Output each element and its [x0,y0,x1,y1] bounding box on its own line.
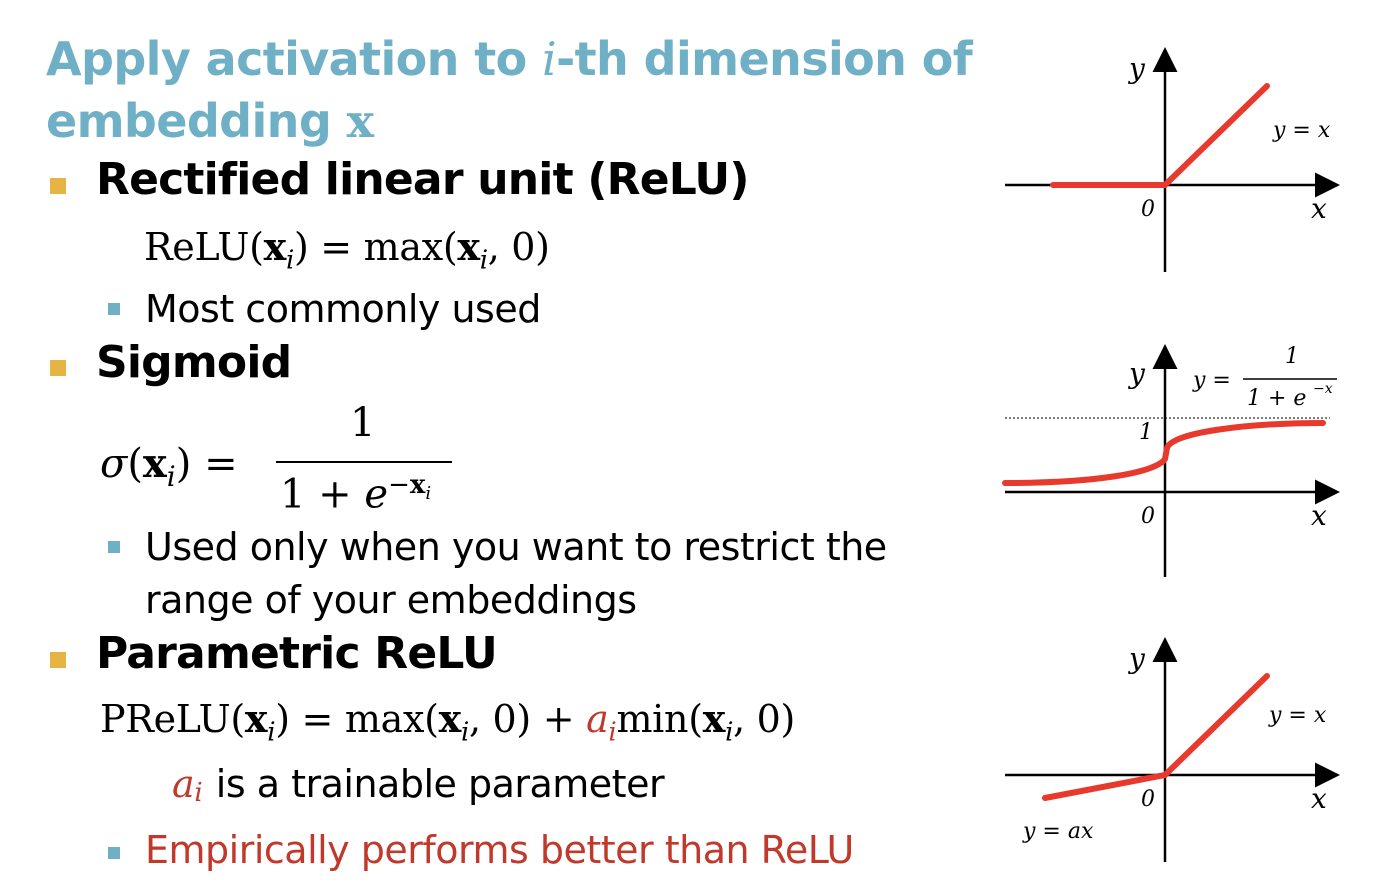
one-label: 1 [1139,420,1153,445]
heading-relu: Rectified linear unit (ReLU) [96,154,749,205]
param-var: a [172,762,195,806]
bullet-sigmoid [50,360,66,376]
slide-title: Apply activation to i-th dimension of em… [46,32,973,148]
sigmoid-curve [1002,420,1326,486]
formula-sigmoid-denominator: 1 + e−xi [280,470,432,518]
pos-label: y = x [1268,703,1327,728]
origin-label: 0 [1141,197,1155,222]
neg-label: y = ax [1022,819,1094,844]
origin-label: 0 [1141,787,1155,812]
eq-lhs: y = [1192,368,1231,393]
note-sigmoid-line2: range of your embeddings [145,578,637,622]
x-label: x [1311,192,1327,225]
y-label: y [1127,642,1146,675]
formula-sigmoid-numerator: 1 [350,400,376,446]
note-relu: Most commonly used [145,287,541,331]
heading-sigmoid: Sigmoid [96,337,292,388]
note-sigmoid-line1: Used only when you want to restrict the [145,525,887,569]
curve-label: y = x [1272,118,1331,143]
sigmoid-graph: y x 0 1 y = 1 1 + e −x [1002,344,1340,577]
prelu-graph: y x 0 y = x y = ax [1005,637,1340,862]
eq-numerator: 1 [1285,344,1299,369]
relu-curve [1050,83,1270,188]
note-prelu: Empirically performs better than ReLU [145,828,854,872]
formula-relu: ReLU(xi) = max(xi, 0) [144,224,550,276]
sub-bullet-sigmoid [108,541,120,553]
sub-bullet-prelu [108,847,120,859]
heading-prelu: Parametric ReLU [96,628,498,679]
y-label: y [1127,357,1146,390]
eq-denominator: 1 + e [1247,386,1306,411]
bullet-relu [50,178,66,194]
formula-prelu: PReLU(xi) = max(xi, 0) + aimin(xi, 0) [100,696,796,748]
x-label: x [1311,782,1327,815]
param-sub: i [194,778,203,809]
eq-exponent: −x [1313,381,1333,397]
prelu-curve [1042,673,1270,801]
param-text: is a trainable parameter [215,762,665,806]
x-label: x [1311,499,1327,532]
origin-label: 0 [1141,504,1155,529]
relu-graph: y x 0 y = x [1005,47,1340,272]
param-line: ai is a trainable parameter [172,762,665,809]
sub-bullet-relu [108,303,120,315]
y-label: y [1127,52,1146,85]
formula-sigmoid-lhs: σ(xi) = [100,440,238,493]
fraction-line [276,461,452,463]
bullet-prelu [50,652,66,668]
